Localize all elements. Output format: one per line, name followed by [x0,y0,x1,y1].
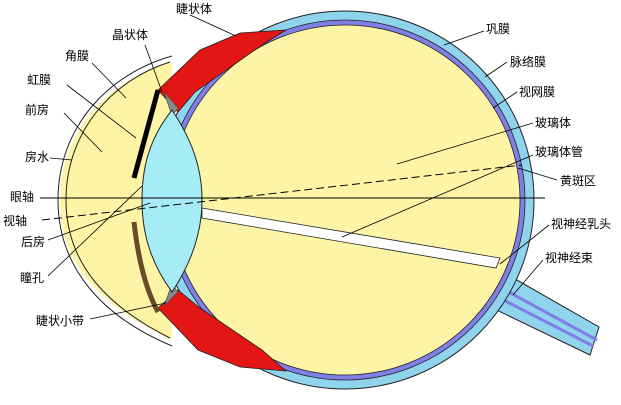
leader-retina [492,91,518,109]
label-anterior-chamber: 前房 [25,102,49,117]
leader-posterior-chamber [47,202,151,241]
label-iris: 虹膜 [27,73,51,87]
label-lens: 晶状体 [112,28,148,42]
leader-optic-nerve [512,259,544,296]
leader-anterior-chamber [63,112,103,153]
label-optic-nerve: 视神经束 [545,250,593,265]
label-sclera: 巩膜 [486,22,510,36]
leader-iris [66,84,137,139]
optic-nerve-fibers [489,282,598,348]
leader-cornea [91,62,127,99]
ciliary-body-upper [157,29,287,113]
label-retina: 视网膜 [519,84,555,99]
leader-hyaloid-canal [341,154,534,238]
lens [141,109,203,293]
leader-vitreous [396,122,534,165]
label-pupil: 瞳孔 [20,270,44,285]
vitreous-body [169,24,521,376]
label-macula: 黄斑区 [560,174,596,188]
visual-axis-line [41,164,523,221]
ciliary-body-lower [157,289,288,372]
label-optic-disc: 视神经乳头 [551,216,611,231]
leader-macula [517,167,558,181]
label-visual-axis: 视轴 [3,213,27,228]
label-choroid: 脉络膜 [510,54,546,69]
leader-optic-disc [499,224,550,265]
leader-lens [144,44,163,93]
label-aqueous-humor: 房水 [25,149,49,164]
label-zonule: 睫状小带 [36,314,84,328]
cornea-outline [57,55,173,347]
hyaloid-canal [201,207,501,269]
leader-zonule [89,302,167,320]
label-vitreous: 玻璃体 [535,116,571,130]
label-hyaloid-canal: 玻璃体管 [535,144,583,159]
leader-ciliary-body [189,14,237,37]
leader-pupil [47,185,143,277]
cornea-inner-outline [65,61,171,339]
label-posterior-chamber: 后房 [21,234,45,249]
leader-aqueous-humor [49,157,73,161]
leader-choroid [484,61,508,78]
label-optical-axis: 眼轴 [10,189,34,204]
iris-upper [131,89,161,179]
zonule-upper [163,91,179,117]
leader-sclera [443,30,485,46]
label-ciliary-body: 睫状体 [176,2,212,16]
label-cornea: 角膜 [65,49,89,63]
